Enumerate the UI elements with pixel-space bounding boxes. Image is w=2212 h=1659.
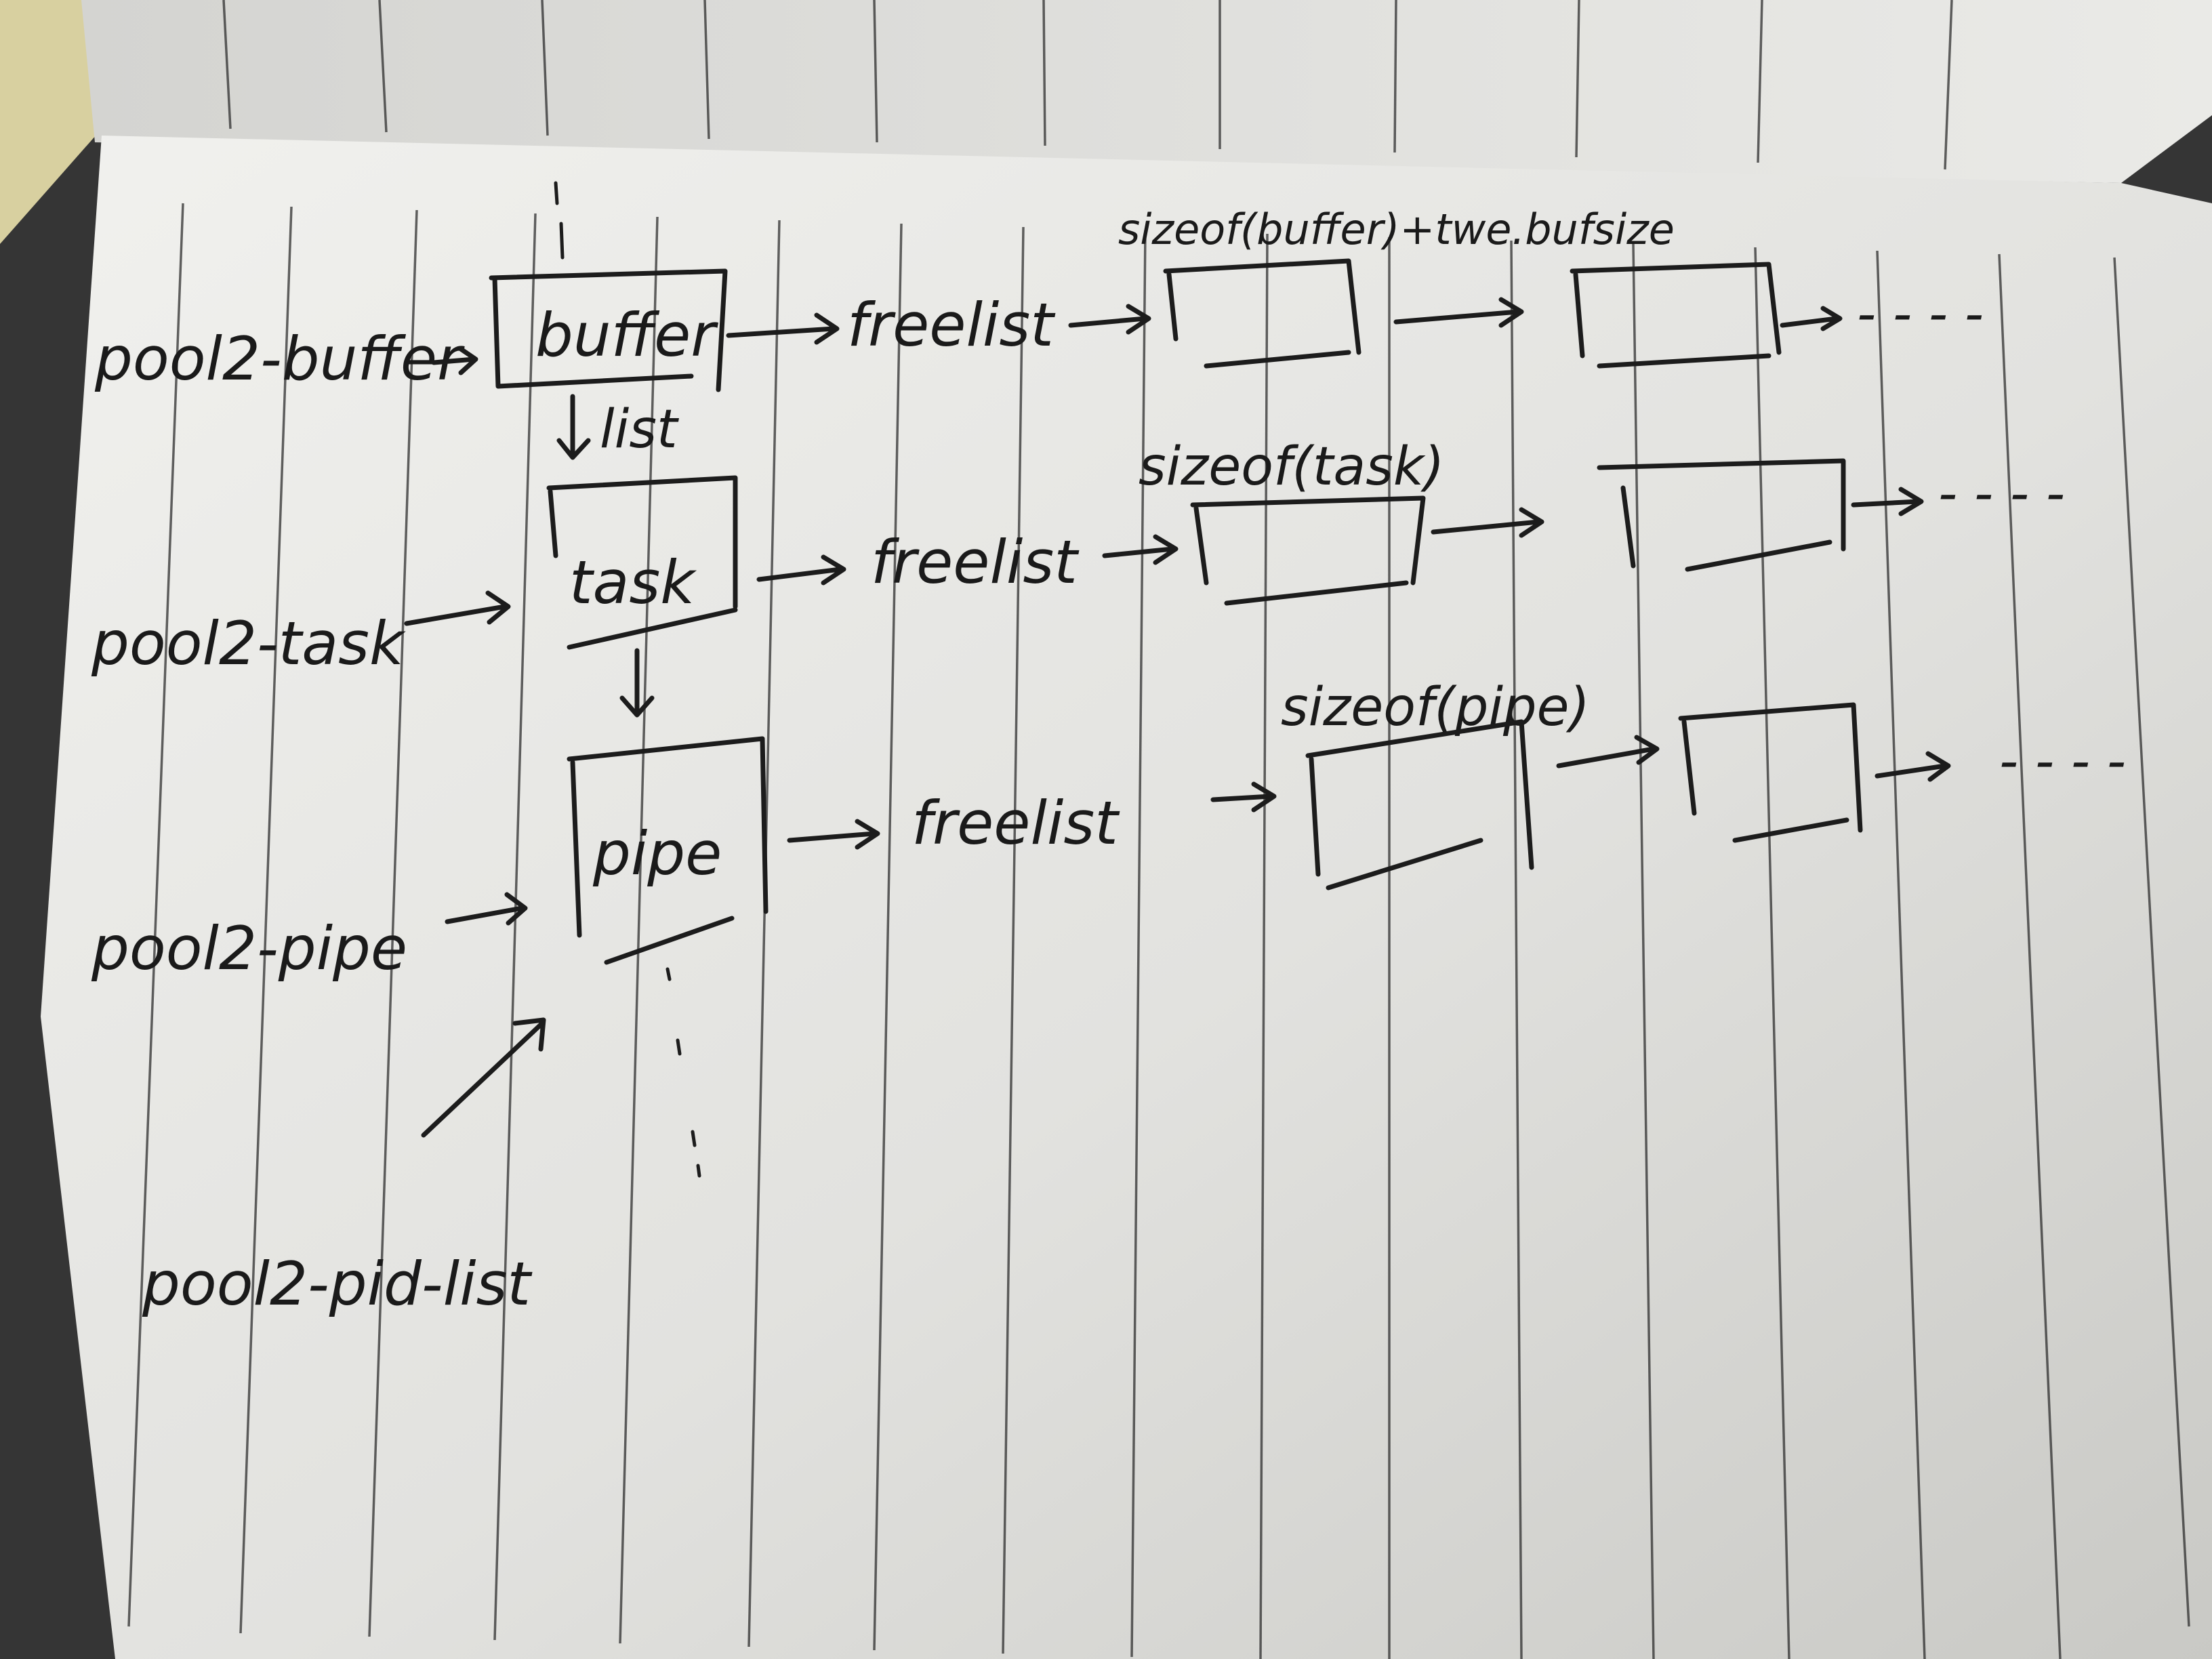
buffer-freelist-label: freelist (847, 290, 1056, 360)
arrow-buffer-to-task (556, 394, 591, 460)
label-pool2-buffer: pool2-buffer (94, 324, 465, 394)
label-pool2-task: pool2-task (91, 609, 406, 678)
buffer-block-2 (1570, 262, 1782, 369)
label-list: list (600, 399, 679, 460)
buffer-ellipsis: - - - - (1857, 284, 1984, 345)
task-block-1 (1190, 495, 1426, 606)
arrow-freelist-to-pipe-block-1 (1210, 781, 1277, 813)
task-size-label: sizeof(task) (1139, 436, 1444, 497)
notebook-page (41, 136, 2212, 1659)
arrow-pipe-block-1-to-2 (1556, 735, 1660, 769)
arrow-pipe-block-2-to-more (1875, 751, 1951, 782)
buffer-node-box (489, 268, 728, 392)
back-page-rules (222, 0, 1953, 170)
arrow-pool-to-buffer (431, 346, 478, 375)
arrow-pool-to-pipe (445, 892, 528, 926)
task-ellipsis: - - - - (1938, 464, 2065, 525)
pipe-block-2 (1678, 702, 1863, 843)
task-freelist-label: freelist (871, 527, 1080, 597)
pipe-size-label: sizeof(pipe) (1281, 677, 1590, 738)
arrow-buffer-block-1-to-2 (1393, 297, 1524, 328)
arrow-pipe-to-freelist (787, 819, 880, 850)
arrow-task-block-1-to-2 (1431, 507, 1544, 538)
arrow-task-to-pipe (619, 648, 655, 718)
arrow-buffer-block-2-to-more (1780, 306, 1843, 331)
buffer-node-label: buffer (535, 300, 718, 370)
pipe-ellipsis: - - - - (1999, 731, 2126, 792)
pipe-node-label: pipe (592, 819, 722, 888)
task-block-2 (1597, 458, 1846, 572)
arrow-freelist-to-buffer-block-1 (1068, 304, 1151, 335)
pipe-freelist-label: freelist (912, 788, 1120, 858)
arrow-task-block-2-to-more (1851, 487, 1924, 516)
pipe-node-box (567, 736, 769, 965)
task-node-label: task (569, 548, 697, 617)
pipe-dots-below (665, 967, 701, 1178)
ruled-lines (127, 203, 2190, 1659)
pipe-block-1 (1305, 719, 1534, 890)
task-node-box (546, 475, 738, 650)
arrow-freelist-to-task-block-1 (1102, 534, 1179, 565)
back-page (81, 0, 2212, 183)
sticky-note (0, 0, 102, 244)
arrow-buffer-to-freelist (726, 312, 840, 345)
arrow-pool-to-task (404, 590, 511, 626)
buffer-size-label: sizeof(buffer)+twe.bufsize (1118, 205, 1675, 254)
arrow-task-to-freelist (756, 554, 846, 586)
arrow-pid-list-to-pipe (421, 1017, 546, 1138)
buffer-block-1 (1163, 258, 1361, 369)
label-pool2-pid-list: pool2-pid-list (142, 1249, 533, 1319)
buffer-dots-above (554, 181, 565, 260)
label-pool2-pipe: pool2-pipe (91, 914, 407, 983)
